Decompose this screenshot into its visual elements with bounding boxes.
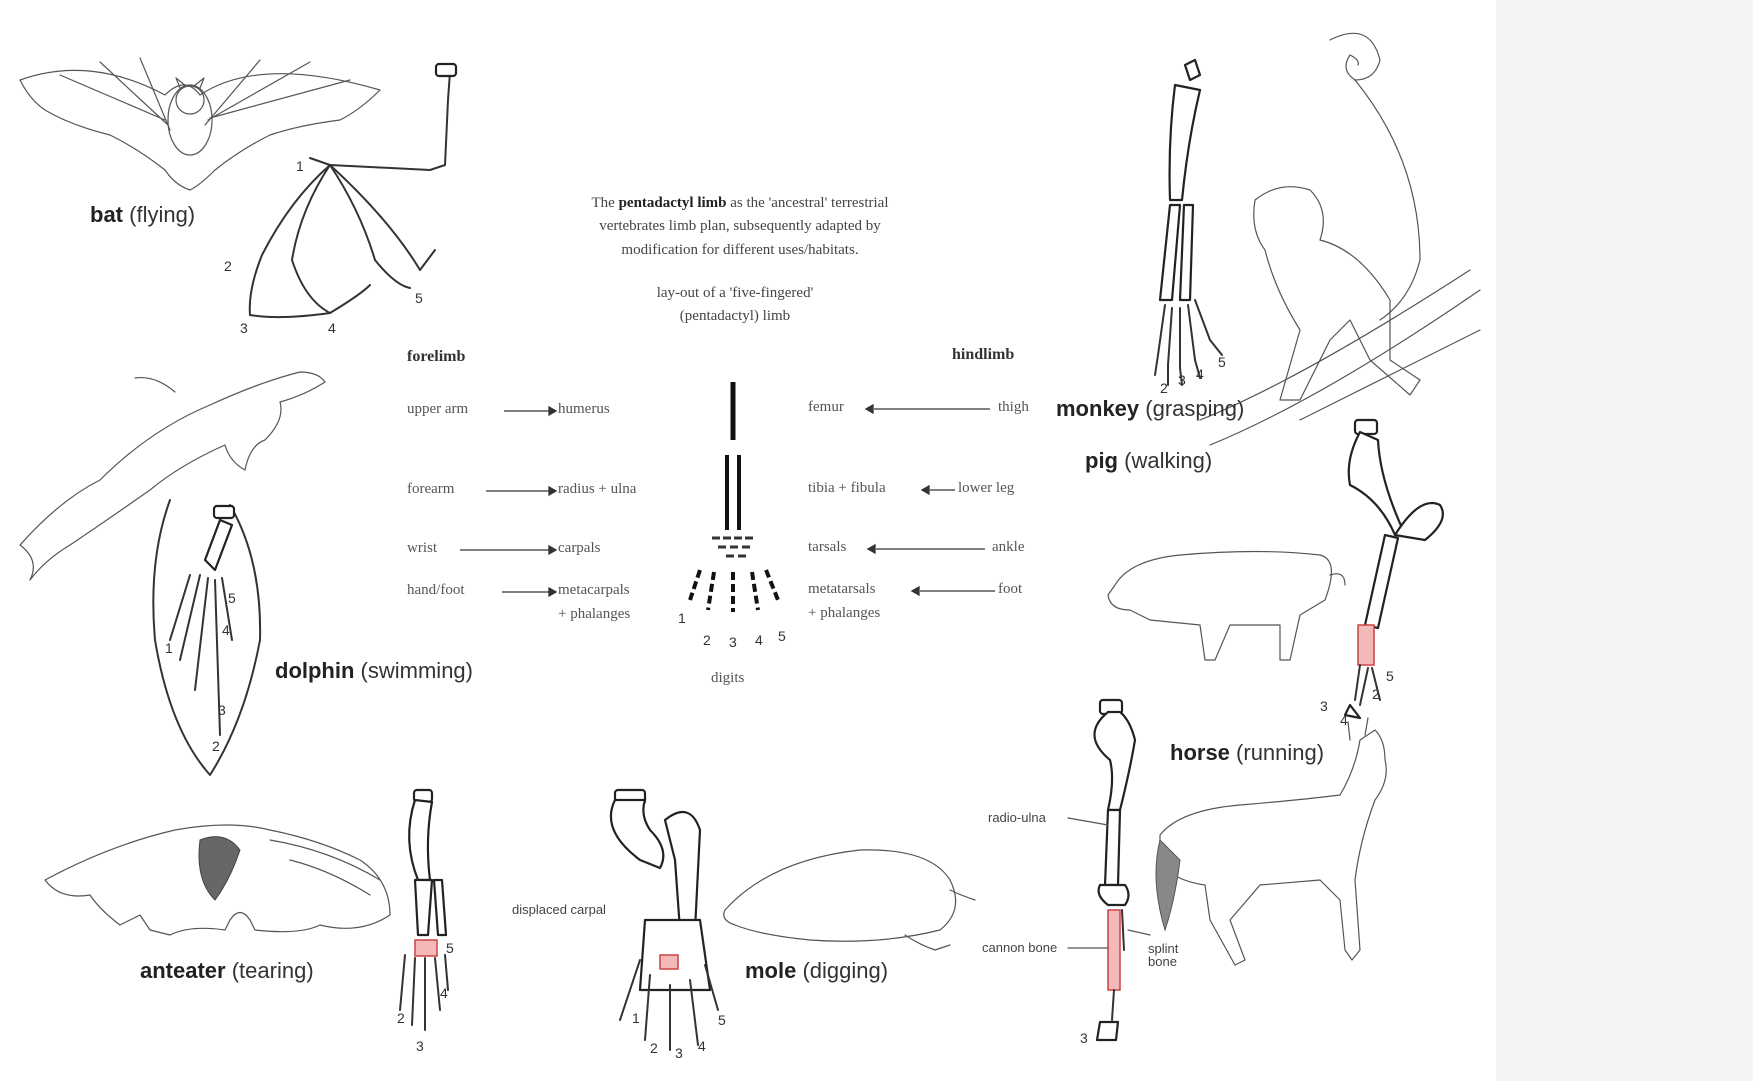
pig-digit-5: 5 bbox=[1386, 668, 1394, 684]
dolphin-digit-5: 5 bbox=[228, 590, 236, 606]
monkey-label: monkey (grasping) bbox=[1056, 396, 1244, 422]
monkey-forelimb-skeleton bbox=[1155, 60, 1222, 385]
schema-digit-4: 4 bbox=[755, 632, 763, 648]
anteater-digit-4: 4 bbox=[440, 985, 448, 1001]
layout-caption: lay-out of a 'five-fingered' (pentadacty… bbox=[560, 282, 910, 329]
hindlimb-heading: hindlimb bbox=[952, 346, 1014, 364]
mole-forelimb-skeleton bbox=[611, 790, 718, 1050]
pig-digit-2: 2 bbox=[1372, 686, 1380, 702]
schema-digit-1: 1 bbox=[678, 610, 686, 626]
mole-digit-4: 4 bbox=[698, 1038, 706, 1054]
bat-label: bat (flying) bbox=[90, 202, 195, 228]
forelimb-part-hand-foot: hand/foot bbox=[407, 582, 465, 599]
mole-illustration bbox=[724, 850, 975, 950]
title-line-2: vertebrates limb plan, subsequently adap… bbox=[500, 215, 980, 238]
pig-digit-3: 3 bbox=[1320, 698, 1328, 714]
radio-ulna-label: radio-ulna bbox=[988, 810, 1046, 825]
layout-caption-line-1: lay-out of a 'five-fingered' bbox=[560, 282, 910, 305]
hindlimb-bone-metatarsals: metatarsals bbox=[808, 581, 875, 598]
hindlimb-bone-phalanges: + phalanges bbox=[808, 605, 880, 622]
mole-digit-1: 1 bbox=[632, 1010, 640, 1026]
hindlimb-part-ankle: ankle bbox=[992, 539, 1024, 556]
horse-label: horse (running) bbox=[1170, 740, 1324, 766]
diagram-title: The pentadactyl limb as the 'ancestral' … bbox=[500, 192, 980, 262]
monkey-illustration bbox=[1200, 33, 1480, 445]
forelimb-bone-metacarpals: metacarpals bbox=[558, 582, 630, 599]
pig-illustration bbox=[1108, 552, 1345, 661]
anteater-illustration bbox=[45, 825, 390, 935]
monkey-digit-2: 2 bbox=[1160, 380, 1168, 396]
hindlimb-arrows bbox=[866, 405, 995, 595]
pentadactyl-schema bbox=[690, 382, 778, 612]
bat-digit-3: 3 bbox=[240, 320, 248, 336]
anteater-label: anteater (tearing) bbox=[140, 958, 314, 984]
hindlimb-bone-tarsals: tarsals bbox=[808, 539, 846, 556]
pig-digit-4: 4 bbox=[1340, 712, 1348, 728]
dolphin-digit-3: 3 bbox=[218, 702, 226, 718]
bat-digit-5: 5 bbox=[415, 290, 423, 306]
anteater-digit-5: 5 bbox=[446, 940, 454, 956]
dolphin-digit-2: 2 bbox=[212, 738, 220, 754]
hindlimb-part-thigh: thigh bbox=[998, 399, 1029, 416]
bat-digit-1: 1 bbox=[296, 158, 304, 174]
digits-caption: digits bbox=[711, 670, 744, 687]
horse-digit-3: 3 bbox=[1080, 1030, 1088, 1046]
forelimb-arrows bbox=[460, 407, 556, 596]
monkey-digit-3: 3 bbox=[1178, 372, 1186, 388]
anteater-digit-3: 3 bbox=[416, 1038, 424, 1054]
title-line-1: The pentadactyl limb as the 'ancestral' … bbox=[500, 192, 980, 215]
forelimb-bone-humerus: humerus bbox=[558, 401, 610, 418]
horse-forelimb-skeleton bbox=[1068, 700, 1150, 1040]
hindlimb-bone-femur: femur bbox=[808, 399, 844, 416]
monkey-digit-4: 4 bbox=[1196, 366, 1204, 382]
forelimb-bone-phalanges: + phalanges bbox=[558, 606, 630, 623]
hindlimb-bone-tibia-fibula: tibia + fibula bbox=[808, 480, 886, 497]
title-line-3: modification for different uses/habitats… bbox=[500, 239, 980, 262]
anteater-digit-2: 2 bbox=[397, 1010, 405, 1026]
dolphin-illustration bbox=[20, 372, 325, 580]
forelimb-heading: forelimb bbox=[407, 348, 465, 366]
dolphin-flipper-skeleton bbox=[153, 500, 260, 775]
dolphin-digit-4: 4 bbox=[222, 622, 230, 638]
hindlimb-part-lower-leg: lower leg bbox=[958, 480, 1014, 497]
schema-digit-5: 5 bbox=[778, 628, 786, 644]
monkey-digit-5: 5 bbox=[1218, 354, 1226, 370]
forelimb-part-forearm: forearm bbox=[407, 481, 454, 498]
bat-digit-2: 2 bbox=[224, 258, 232, 274]
dolphin-label: dolphin (swimming) bbox=[275, 658, 473, 684]
layout-caption-line-2: (pentadactyl) limb bbox=[560, 305, 910, 328]
bat-digit-4: 4 bbox=[328, 320, 336, 336]
mole-label: mole (digging) bbox=[745, 958, 888, 984]
dolphin-digit-1: 1 bbox=[165, 640, 173, 656]
mole-digit-5: 5 bbox=[718, 1012, 726, 1028]
mole-digit-3: 3 bbox=[675, 1045, 683, 1061]
cannon-bone-label: cannon bone bbox=[982, 940, 1057, 955]
schema-digit-3: 3 bbox=[729, 634, 737, 650]
blank-right-margin bbox=[1496, 0, 1753, 1081]
forelimb-bone-radius-ulna: radius + ulna bbox=[558, 481, 636, 498]
displaced-carpal-label: displaced carpal bbox=[512, 902, 606, 917]
mole-digit-2: 2 bbox=[650, 1040, 658, 1056]
schema-digit-2: 2 bbox=[703, 632, 711, 648]
pig-label: pig (walking) bbox=[1085, 448, 1212, 474]
forelimb-bone-carpals: carpals bbox=[558, 540, 600, 557]
hindlimb-part-foot: foot bbox=[998, 581, 1022, 598]
bat-wing-skeleton bbox=[250, 64, 456, 317]
forelimb-part-wrist: wrist bbox=[407, 540, 437, 557]
forelimb-part-upper-arm: upper arm bbox=[407, 401, 468, 418]
